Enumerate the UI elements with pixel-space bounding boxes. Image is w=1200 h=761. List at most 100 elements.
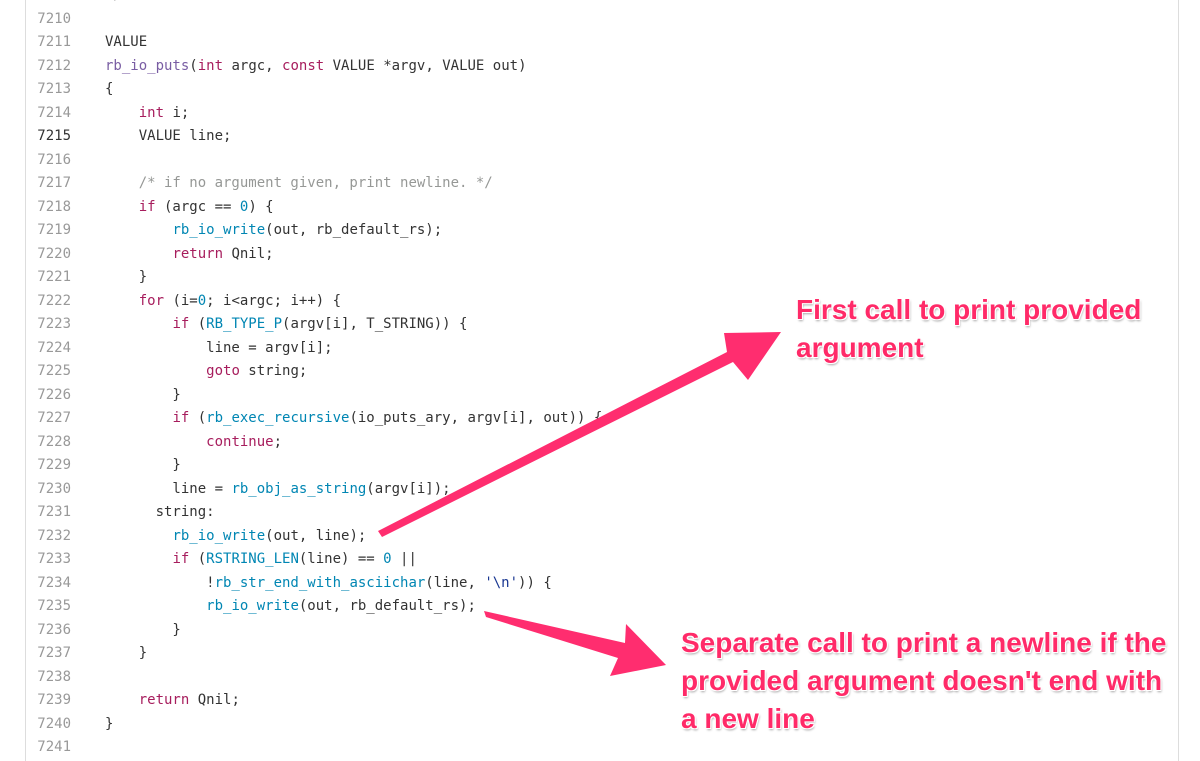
line-source: if (RB_TYPE_P(argv[i], T_STRING)) {: [105, 313, 467, 337]
line-number[interactable]: 7229: [37, 457, 71, 473]
code-token: (argv[i]);: [366, 480, 451, 497]
line-source: return Qnil;: [105, 243, 273, 267]
line-number[interactable]: 7230: [37, 480, 71, 497]
code-line: 7227 if (rb_exec_recursive(io_puts_ary, …: [0, 407, 1200, 431]
code-token: rb_io_write: [172, 222, 266, 238]
code-token: RB_TYPE_P: [206, 316, 283, 332]
code-line: 7215 VALUE line;: [0, 125, 1200, 149]
line-source: line = argv[i];: [105, 337, 333, 361]
code-line: 7233 if (RSTRING_LEN(line) == 0 ||: [0, 548, 1200, 572]
code-token: int: [197, 57, 224, 74]
line-number[interactable]: 7214: [37, 104, 71, 121]
code-token: }: [105, 386, 181, 403]
code-token: ; i<argc; i++) {: [206, 292, 342, 309]
code-line: 7219 rb_io_write(out, rb_default_rs);: [0, 219, 1200, 243]
code-line: 7240}: [0, 713, 1200, 737]
annotation-first-call: First call to print provided argument: [796, 294, 1142, 363]
code-token: (out, rb_default_rs);: [265, 222, 443, 238]
code-token: }: [105, 645, 148, 661]
line-number[interactable]: 7225: [37, 363, 71, 379]
code-line: 7226 }: [0, 384, 1200, 408]
line-number[interactable]: 7231: [37, 504, 71, 520]
code-token: int: [138, 104, 165, 121]
code-token: {: [105, 81, 114, 97]
line-number[interactable]: 7217: [37, 175, 71, 191]
line-number[interactable]: 7235: [37, 598, 71, 614]
line-number[interactable]: 7220: [37, 245, 71, 262]
code-line: 7220 return Qnil;: [0, 243, 1200, 267]
code-token: return: [172, 245, 224, 262]
code-line: 7223 if (RB_TYPE_P(argv[i], T_STRING)) {: [0, 313, 1200, 337]
code-line: 7237 }: [0, 642, 1200, 666]
code-token: (i=: [164, 292, 198, 309]
code-token: (line) ==: [298, 551, 384, 567]
code-line: 7213 {: [0, 78, 1200, 102]
line-number[interactable]: 7222: [37, 292, 71, 309]
code-token: if: [138, 198, 156, 215]
code-token: (: [189, 316, 207, 332]
code-line: 7230 line = rb_obj_as_string(argv[i]);: [0, 478, 1200, 502]
line-number[interactable]: 7224: [37, 339, 71, 356]
code-token: VALUE: [105, 34, 148, 50]
annotation-newline-call: Separate call to print a newline if the …: [681, 627, 1167, 734]
line-number[interactable]: 7226: [37, 386, 71, 403]
line-number[interactable]: 7218: [37, 198, 71, 215]
code-line: 7228 continue;: [0, 431, 1200, 455]
code-viewer-frame: [25, 0, 1179, 761]
line-number[interactable]: 7212: [37, 57, 71, 74]
line-number[interactable]: 7240: [37, 715, 71, 732]
code-line: 7210: [0, 8, 1200, 32]
line-source: VALUE: [105, 31, 147, 55]
line-number[interactable]: 7209: [30, 0, 71, 8]
line-number[interactable]: 7241: [37, 739, 71, 755]
code-token: string:: [105, 504, 215, 520]
line-number[interactable]: 7223: [37, 316, 71, 332]
line-source: }: [105, 713, 113, 737]
line-number[interactable]: 7239: [37, 692, 71, 708]
code-token: }: [105, 269, 148, 285]
line-number[interactable]: 7213: [37, 81, 71, 97]
line-number[interactable]: 7228: [37, 433, 71, 450]
line-number[interactable]: 7234: [37, 574, 71, 591]
line-source: !rb_str_end_with_asciichar(line, '\n')) …: [105, 572, 552, 596]
line-source: {: [105, 78, 113, 102]
code-token: rb_io_write: [206, 598, 299, 614]
code-token: 0: [197, 292, 207, 309]
code-line: 7217 /* if no argument given, print newl…: [0, 172, 1200, 196]
line-number[interactable]: 7210: [37, 10, 71, 27]
line-source: line = rb_obj_as_string(argv[i]);: [105, 478, 451, 502]
line-number[interactable]: 7227: [37, 410, 71, 426]
line-number[interactable]: 7232: [37, 527, 71, 544]
code-token: if: [172, 316, 190, 332]
line-source: string:: [105, 501, 215, 525]
line-number[interactable]: 7221: [37, 269, 71, 285]
line-number[interactable]: 7237: [37, 645, 71, 661]
code-token: VALUE line;: [105, 128, 232, 144]
line-number[interactable]: 7215: [37, 128, 71, 144]
code-token: return: [138, 692, 190, 708]
code-token: (argv[i], T_STRING)) {: [282, 316, 468, 332]
line-number[interactable]: 7236: [37, 621, 71, 638]
code-token: (out, line);: [265, 527, 367, 544]
line-source: }: [105, 266, 147, 290]
code-token: (out, rb_default_rs);: [298, 598, 476, 614]
code-token: continue: [206, 433, 274, 450]
code-line: 7218 if (argc == 0) {: [0, 196, 1200, 220]
line-source: return Qnil;: [105, 689, 240, 713]
code-token: line = argv[i];: [105, 339, 333, 356]
code-token: rb_str_end_with_asciichar: [214, 574, 426, 591]
code-token: argc,: [223, 57, 283, 74]
line-number[interactable]: 7211: [37, 34, 71, 50]
line-number[interactable]: 7238: [37, 668, 71, 685]
line-number[interactable]: 7233: [37, 551, 71, 567]
line-source: }: [105, 619, 180, 643]
code-line: 7221 }: [0, 266, 1200, 290]
code-line: 7216: [0, 149, 1200, 173]
line-number[interactable]: 7216: [37, 151, 71, 168]
code-line: 7232 rb_io_write(out, line);: [0, 525, 1200, 549]
line-number[interactable]: 7219: [37, 222, 71, 238]
line-source: /* if no argument given, print newline. …: [105, 172, 493, 196]
code-token: rb_io_write: [172, 527, 266, 544]
